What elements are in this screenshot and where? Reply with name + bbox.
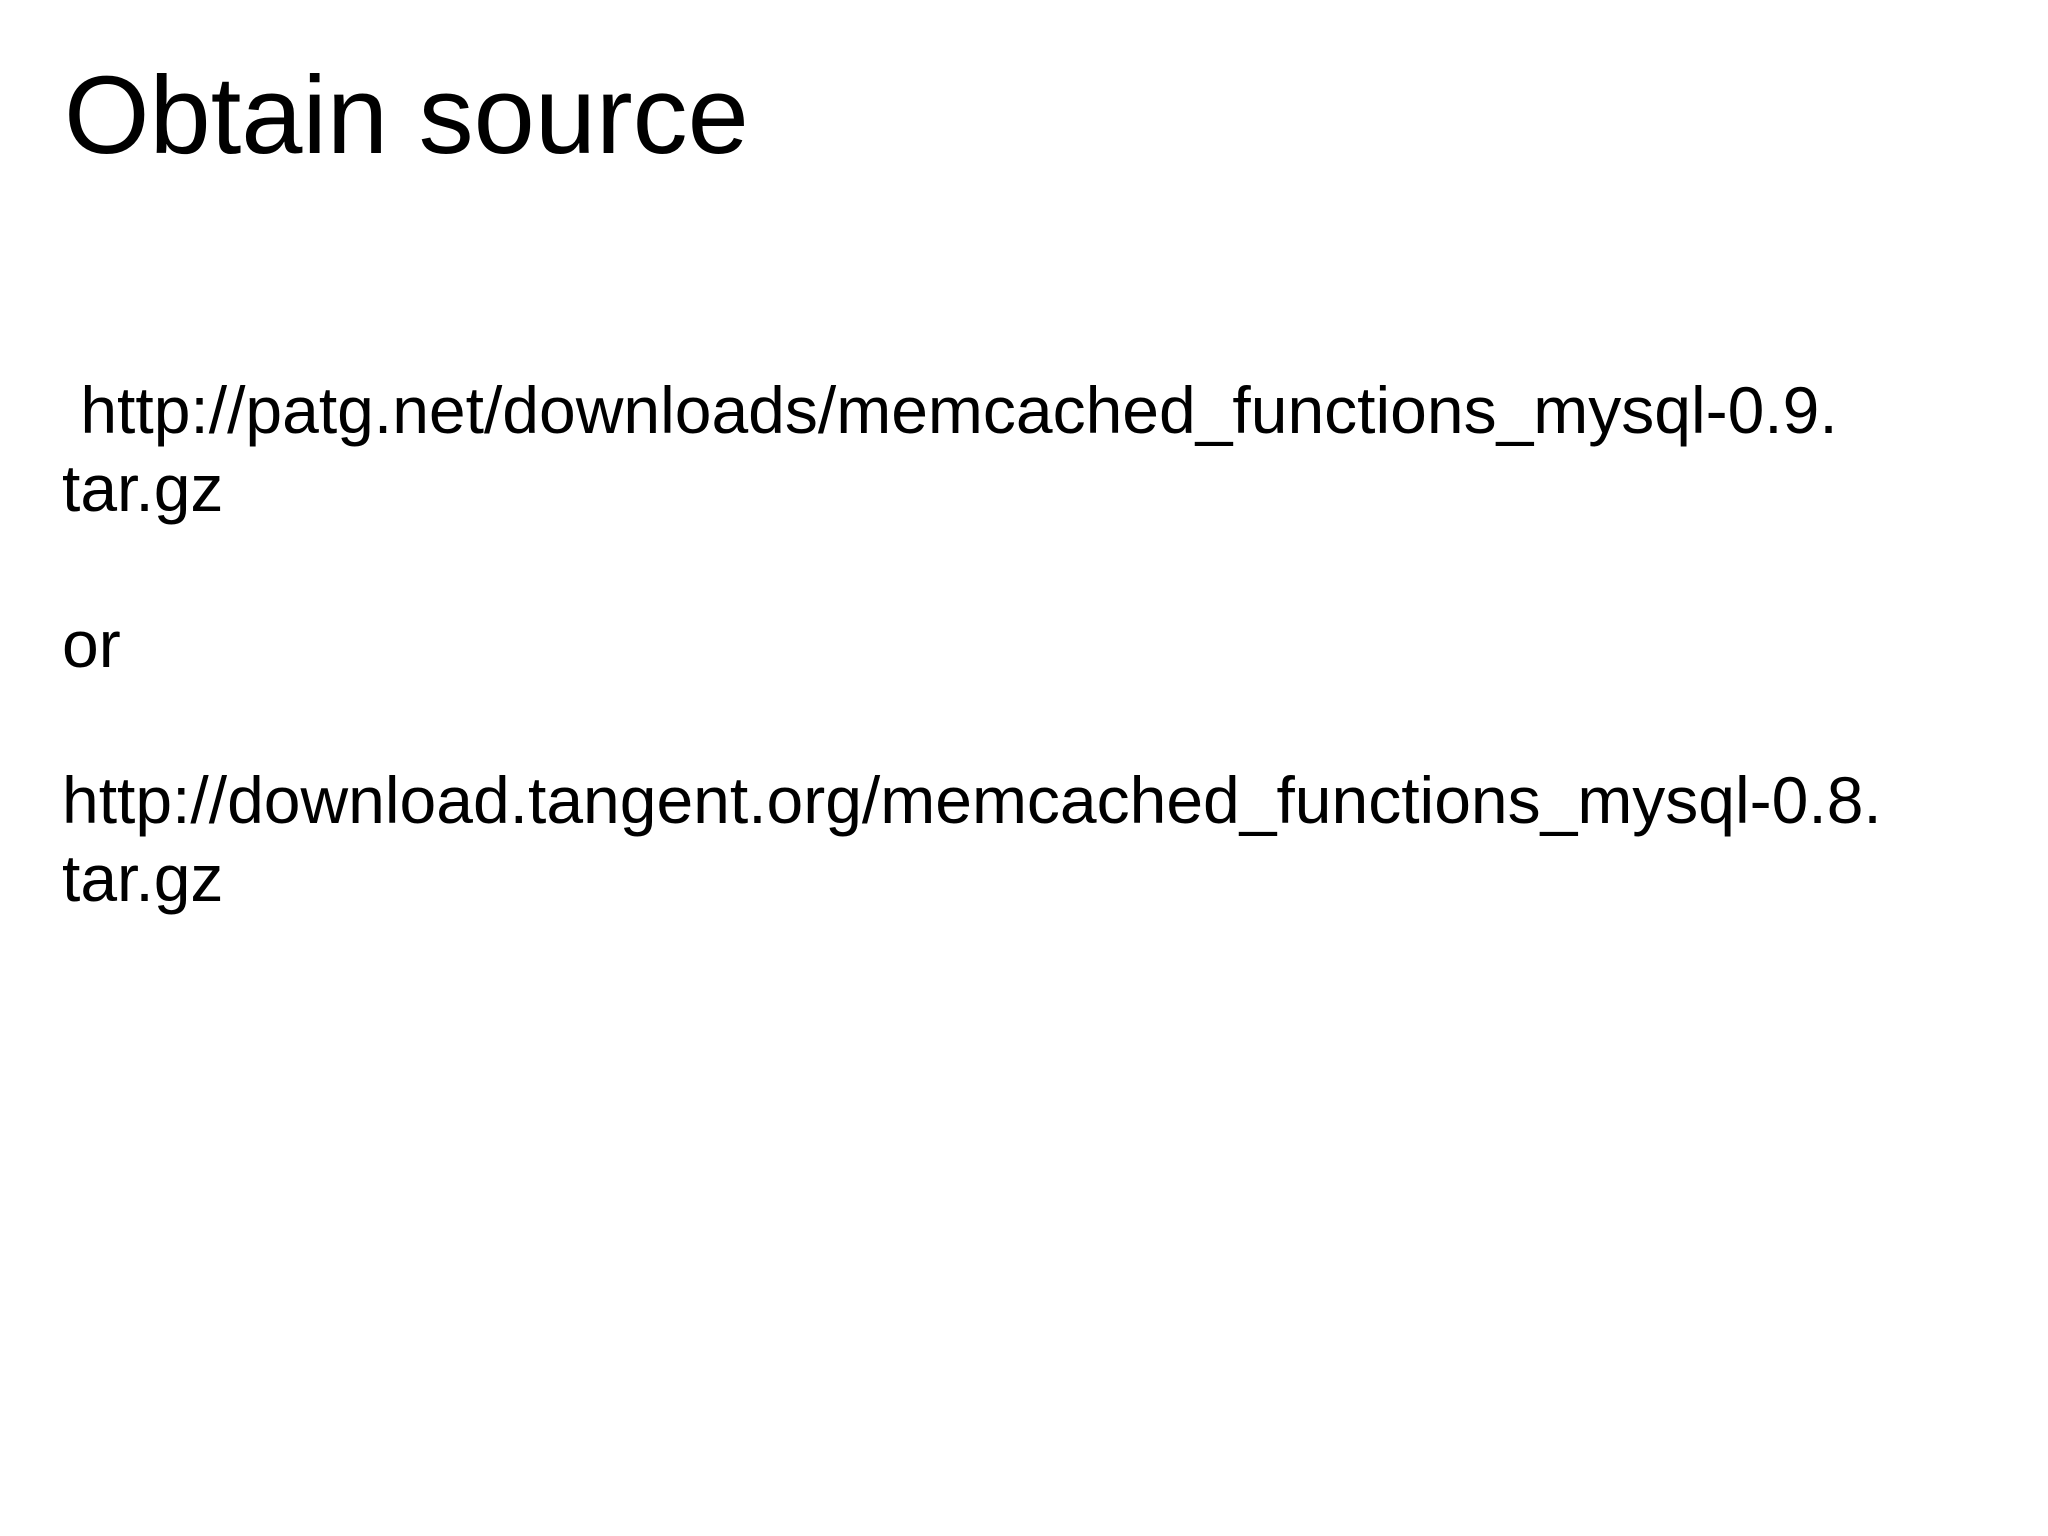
body-text-line: http://download.tangent.org/memcached_fu…: [62, 763, 1882, 837]
body-text-line: tar.gz: [62, 841, 224, 915]
body-text-line: [62, 683, 2002, 761]
body-text-line: or: [62, 607, 121, 681]
body-text-line: tar.gz: [62, 451, 224, 525]
body-text-line: http://patg.net/downloads/memcached_func…: [62, 373, 1838, 447]
slide-body: http://patg.net/downloads/memcached_func…: [62, 371, 2002, 917]
body-text-line: [62, 527, 2002, 605]
slide-title: Obtain source: [64, 54, 749, 177]
